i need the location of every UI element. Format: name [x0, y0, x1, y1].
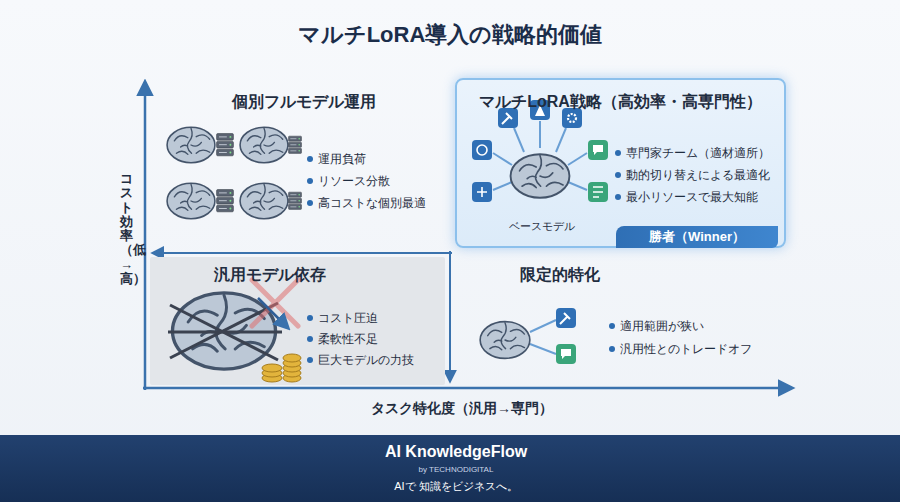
diagram-title: マルチLoRA導入の戦略的価値 — [0, 22, 900, 48]
bullet-text: 適用範囲が狭い — [620, 319, 704, 333]
limited-specialist — [480, 308, 576, 364]
bullet-text: 専門家チーム（適材適所） — [626, 146, 770, 160]
bullet-dot — [307, 315, 313, 321]
winner-panel: マルチLoRA戦略（高効率・高専門性） 専門家チーム（適材適所） 動的切り替えによる… — [455, 78, 786, 248]
node-text: by TECHNODIGITAL — [0, 465, 900, 475]
node-heading: AI KnowledgeFlow — [0, 442, 900, 461]
node-text: ベースモデル — [509, 220, 575, 233]
footer-band: AI KnowledgeFlow by TECHNODIGITAL AIで 知識をビ… — [0, 435, 900, 502]
bullet-text: 動的切り替えによる最適化 — [626, 168, 770, 182]
winner-badge: 勝者（Winner） — [616, 226, 778, 248]
bullet-text: 最小リソースで最大知能 — [626, 190, 758, 204]
quadrant-divider — [153, 252, 452, 254]
full-model-fleet — [167, 127, 301, 218]
bullet-dot — [615, 150, 621, 156]
bullet-dot — [307, 200, 313, 206]
bullet-text: コスト圧迫 — [318, 311, 378, 325]
bullet-text: 高コストな個別最適 — [318, 196, 426, 210]
bullet-text: 巨大モデルの力技 — [318, 353, 414, 367]
quadrant-divider — [449, 251, 451, 381]
bullet-dot — [307, 357, 313, 363]
bullet-dot — [609, 346, 615, 352]
quadrant-panel: 個別フルモデル運用運用負荷リソース分散高コストな個別最適 — [150, 80, 457, 250]
node-heading: 汎用モデル依存 — [214, 265, 326, 284]
bullet-dot — [609, 323, 615, 329]
bullet-dot — [615, 194, 621, 200]
bullet-text: 運用負荷 — [318, 152, 366, 166]
node-heading: 限定的特化 — [520, 265, 600, 284]
node-heading: 勝者（Winner） — [616, 229, 778, 245]
bullet-dot — [615, 172, 621, 178]
bullet-text: 汎用性とのトレードオフ — [620, 342, 752, 356]
node-heading: 個別フルモデル運用 — [150, 92, 457, 111]
bullet-dot — [307, 336, 313, 342]
bullet-dot — [307, 178, 313, 184]
y-axis — [144, 82, 147, 390]
node-text: AIで 知識をビジネスへ。 — [0, 480, 900, 493]
bullet-text: リソース分散 — [318, 174, 390, 188]
quadrant-panel: 限定的特化適用範囲が狭い汎用性とのトレードオフ — [455, 257, 778, 385]
axis-label: タスク特化度（汎用→専門） — [371, 400, 553, 417]
quadrant-panel: 汎用モデル依存コスト圧迫柔軟性不足巨大モデルの力技 — [150, 257, 445, 385]
axis-label: コスト効率（低→高） — [120, 172, 133, 286]
chained-general-model — [168, 280, 301, 382]
bullet-dot — [307, 156, 313, 162]
multi-lora-hub — [472, 100, 608, 202]
x-axis — [143, 387, 792, 390]
node-heading: マルチLoRA戦略（高効率・高専門性） — [457, 92, 784, 111]
bullet-text: 柔軟性不足 — [318, 332, 378, 346]
